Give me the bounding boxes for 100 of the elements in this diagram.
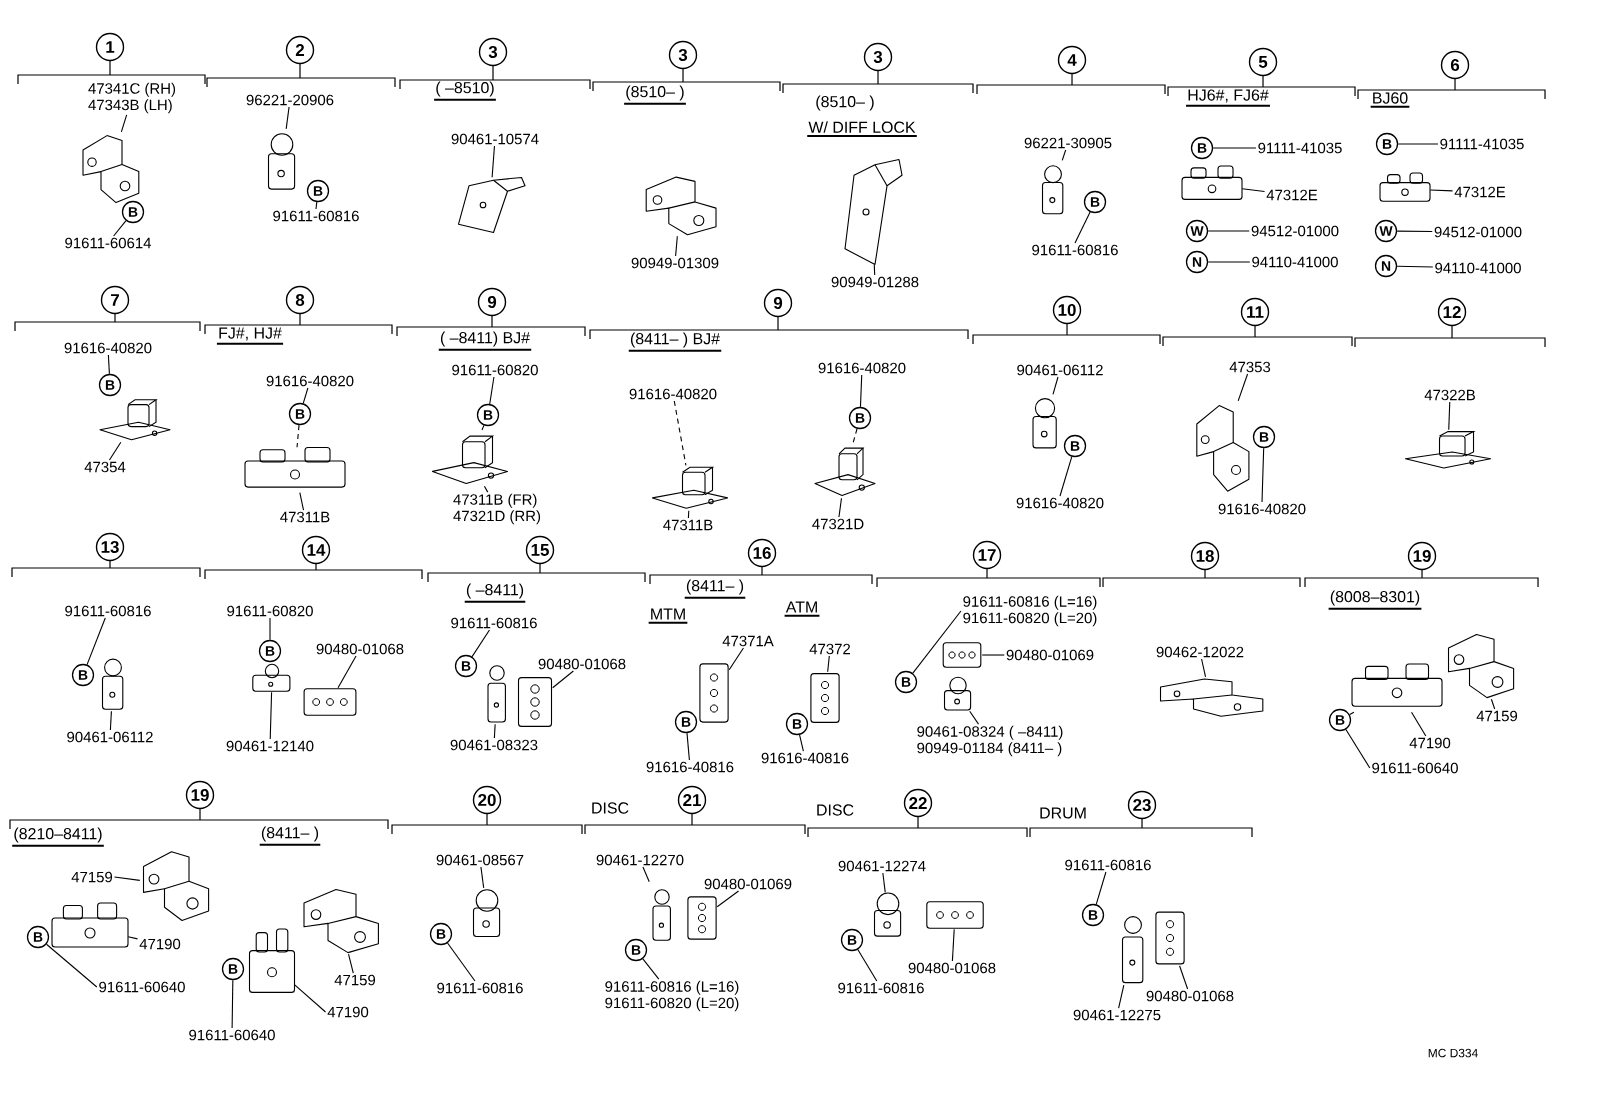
- part-number: 47312E: [1454, 186, 1506, 198]
- part-drawing: [814, 447, 876, 496]
- circled-letter: B: [221, 957, 245, 981]
- condition-label: HJ6#, FJ6#: [1185, 89, 1271, 107]
- leader-line: [113, 876, 141, 881]
- leader-line: [838, 497, 843, 518]
- part-number: 47321D: [812, 518, 864, 530]
- leader-line: [1261, 447, 1265, 503]
- part-drawing: [1351, 663, 1443, 707]
- part-drawing: [142, 851, 210, 922]
- part-number: 91616-40820: [1218, 503, 1306, 515]
- leader-line: [348, 953, 354, 974]
- condition-label: W/ DIFF LOCK: [806, 121, 918, 138]
- callout-number: 19: [1407, 541, 1437, 571]
- part-number: 90461-08324 ( –8411) 90949-01184 (8411– ): [917, 725, 1063, 757]
- part-drawing: [248, 928, 296, 993]
- part-number: 47190: [139, 938, 181, 950]
- part-drawing: [1379, 172, 1431, 202]
- part-number: 47190: [1409, 737, 1451, 749]
- leader-line: [483, 485, 489, 493]
- leader-line: [1349, 711, 1355, 716]
- callout-number: 17: [972, 540, 1002, 570]
- part-number: 90949-01288: [831, 276, 919, 288]
- part-number: 91611-60816 (L=16) 91611-60820 (L=20): [605, 980, 739, 1012]
- leader-line: [673, 400, 687, 466]
- part-drawing: [267, 133, 296, 190]
- part-number: 91616-40820: [266, 375, 354, 387]
- part-drawing: [252, 663, 291, 692]
- part-drawing: [303, 888, 379, 954]
- circled-letter: B: [1063, 434, 1087, 458]
- leader-line: [86, 617, 106, 666]
- part-number: 91611-60820: [452, 364, 538, 376]
- part-number: 91611-60816: [1032, 244, 1118, 256]
- part-number: 47341C (RH) 47343B (LH): [88, 82, 176, 114]
- leader-line: [337, 655, 357, 689]
- circled-letter: N: [1185, 250, 1209, 274]
- part-number: 94512-01000: [1434, 226, 1522, 238]
- leader-line: [1411, 711, 1427, 737]
- circled-letter: B: [1190, 136, 1214, 160]
- condition-label: ( –8411): [463, 583, 527, 603]
- circled-letter: B: [288, 402, 312, 426]
- leader-line: [675, 235, 678, 257]
- part-number: 90480-01068: [908, 962, 996, 974]
- part-number: 90461-08567: [436, 854, 524, 866]
- part-number: 91616-40816: [646, 761, 734, 773]
- part-number: 91611-60614: [65, 237, 152, 249]
- part-drawing: [1155, 911, 1185, 965]
- part-drawing: [1121, 916, 1144, 984]
- callout-number: 20: [472, 785, 502, 815]
- circled-letter: B: [429, 922, 453, 946]
- part-number: 47312E: [1266, 189, 1318, 201]
- leader-line: [642, 958, 660, 980]
- part-number: 47353: [1229, 361, 1271, 373]
- callout-number: 12: [1437, 297, 1467, 327]
- leader-line: [446, 942, 476, 982]
- part-number: 47159: [334, 974, 376, 986]
- leader-line: [1061, 149, 1067, 161]
- part-number: 91611-60640: [99, 981, 185, 993]
- part-drawing: [472, 889, 501, 938]
- leader-line: [299, 492, 305, 511]
- part-number: 91611-60816: [838, 982, 924, 994]
- part-drawing: [1181, 165, 1243, 200]
- callout-number: 9: [763, 288, 793, 318]
- circled-letter: B: [306, 179, 330, 203]
- leader-line: [728, 647, 744, 671]
- leader-line: [231, 979, 234, 1029]
- part-number: 90461-12275: [1073, 1009, 1161, 1021]
- part-drawing: [942, 642, 982, 668]
- leader-line: [1429, 189, 1454, 192]
- part-number: 94110-41000: [1435, 262, 1521, 274]
- leader-line: [1059, 456, 1073, 497]
- part-number: 47371A: [722, 635, 774, 647]
- circled-letter: B: [98, 373, 122, 397]
- leader-line: [127, 936, 139, 940]
- part-drawing: [1196, 405, 1250, 492]
- callout-number: 7: [100, 285, 130, 315]
- callout-number: 18: [1190, 541, 1220, 571]
- part-number: 91616-40820: [1016, 497, 1104, 509]
- leader-line: [45, 943, 98, 988]
- part-number: 96221-30905: [1024, 137, 1112, 149]
- part-number: 47372: [809, 643, 851, 655]
- part-drawing: [1159, 678, 1264, 717]
- condition-label: MTM: [647, 608, 689, 624]
- circled-letter: B: [1083, 190, 1107, 214]
- callout-number: 22: [903, 788, 933, 818]
- callout-number: 1: [95, 32, 125, 62]
- leader-line: [1095, 871, 1107, 905]
- part-drawing: [101, 658, 124, 710]
- leader-line: [969, 710, 980, 725]
- leader-line: [1396, 265, 1434, 268]
- leader-line: [686, 732, 690, 761]
- leader-line: [294, 984, 327, 1013]
- callout-number: 23: [1127, 790, 1157, 820]
- leader-line: [1207, 261, 1251, 263]
- part-number: 91616-40820: [64, 342, 152, 354]
- part-number: 91611-60816: [1065, 859, 1151, 871]
- callout-number: 3: [668, 40, 698, 70]
- circled-letter: B: [258, 639, 282, 663]
- part-drawing: [652, 889, 671, 941]
- circled-letter: B: [1081, 903, 1105, 927]
